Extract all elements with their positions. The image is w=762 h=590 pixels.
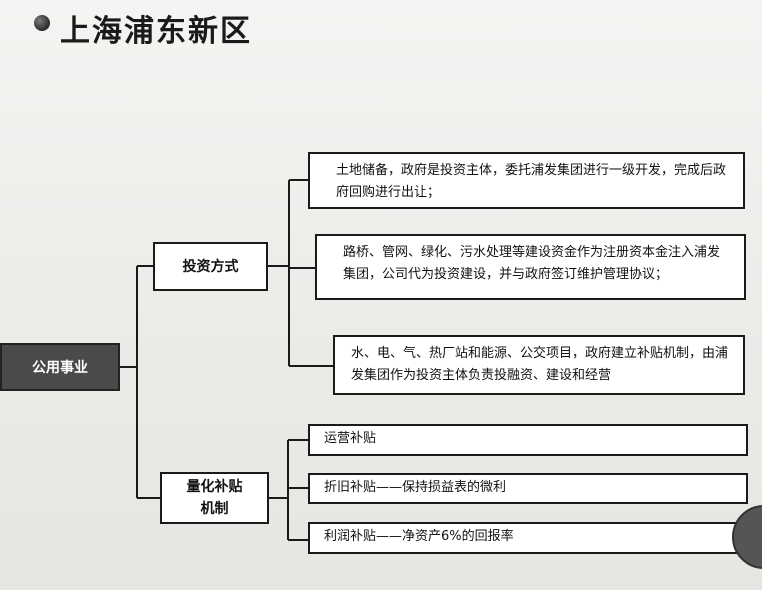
branch-node-investment: 投资方式	[153, 242, 268, 291]
leaf-node-profit-subsidy: 利润补贴——净资产6%的回报率	[308, 522, 748, 554]
leaf-node-text: 运营补贴	[324, 431, 377, 446]
leaf-node-infrastructure: 路桥、管网、绿化、污水处理等建设资金作为注册资本金注入浦发集团，公司代为投资建设…	[315, 234, 746, 300]
leaf-node-text: 折旧补贴——保持损益表的微利	[324, 480, 507, 495]
branch-node-label-line-1: 量化补贴	[186, 479, 243, 495]
leaf-node-land-reserve: 土地储备，政府是投资主体，委托浦发集团进行一级开发，完成后政府回购进行出让；	[308, 152, 745, 209]
leaf-node-text: 土地储备，政府是投资主体，委托浦发集团进行一级开发，完成后政府回购进行出让；	[336, 163, 727, 200]
branch-node-label-line-2: 机制	[200, 501, 229, 517]
branch-node-label: 投资方式	[182, 258, 239, 275]
page-title: 上海浦东新区	[60, 14, 252, 49]
leaf-node-depreciation-subsidy: 折旧补贴——保持损益表的微利	[308, 473, 748, 504]
leaf-node-text: 利润补贴——净资产6%的回报率	[324, 529, 514, 544]
leaf-node-utilities: 水、电、气、热厂站和能源、公交项目，政府建立补贴机制，由浦发集团作为投资主体负责…	[333, 335, 745, 395]
leaf-node-operation-subsidy: 运营补贴	[308, 424, 748, 456]
leaf-node-text: 水、电、气、热厂站和能源、公交项目，政府建立补贴机制，由浦发集团作为投资主体负责…	[351, 346, 729, 383]
title-bullet-icon	[34, 15, 50, 31]
branch-node-subsidy: 量化补贴 机制	[160, 472, 269, 524]
leaf-node-text: 路桥、管网、绿化、污水处理等建设资金作为注册资本金注入浦发集团，公司代为投资建设…	[343, 245, 721, 282]
root-node: 公用事业	[0, 343, 120, 391]
